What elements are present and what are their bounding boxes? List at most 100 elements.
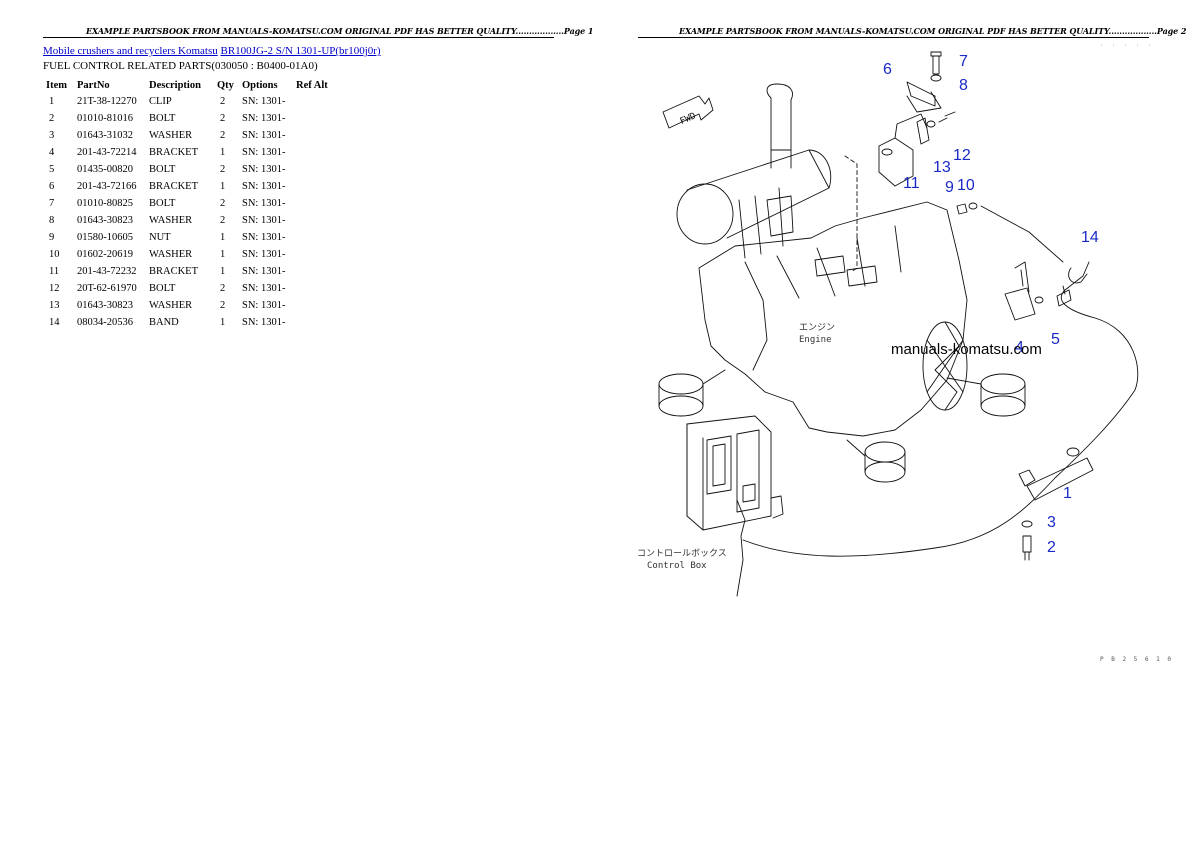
cell-ref-alt xyxy=(293,93,331,110)
fuel-control-diagram: 1 2 3 4 5 6 7 8 9 10 11 12 13 14 FWD エンジ… xyxy=(637,51,1139,597)
breadcrumb-model-link[interactable]: BR100JG-2 S/N 1301-UP(br100j0r) xyxy=(220,45,381,57)
cell-item: 13 xyxy=(49,300,60,311)
cell-partno: 01580-10605 xyxy=(77,232,133,243)
engine-label-en: Engine xyxy=(799,335,832,345)
cell-item: 3 xyxy=(49,130,55,141)
callout-4: 4 xyxy=(1015,339,1024,356)
header-qty: Qty xyxy=(217,79,234,91)
callout-9: 9 xyxy=(945,179,954,196)
cell-item: 4 xyxy=(49,147,55,158)
cell-qty: 2 xyxy=(220,96,226,107)
page-header: EXAMPLE PARTSBOOK FROM MANUALS-KOMATSU.C… xyxy=(86,26,594,36)
cell-options: SN: 1301- xyxy=(242,317,286,328)
cell-options: SN: 1301- xyxy=(242,164,286,175)
cell-partno: 20T-62-61970 xyxy=(77,283,137,294)
cell-description: NUT xyxy=(149,232,171,243)
cell-item: 7 xyxy=(49,198,55,209)
cell-partno: 201-43-72214 xyxy=(77,147,137,158)
cell-description: CLIP xyxy=(149,96,172,107)
callout-labels: 1 2 3 4 5 6 7 8 9 10 11 12 13 14 xyxy=(883,53,1099,556)
control-box-label-en: Control Box xyxy=(647,561,707,571)
header-ref-alt: Ref Alt xyxy=(296,79,328,91)
cell-ref-alt xyxy=(293,263,331,280)
cell-partno: 01010-81016 xyxy=(77,113,133,124)
watermark: manuals-komatsu.com xyxy=(891,341,1042,358)
cell-options: SN: 1301- xyxy=(242,181,286,192)
table-row: 14 08034-20536 BAND 1 SN: 1301- xyxy=(43,314,331,331)
table-row: 8 01643-30823 WASHER 2 SN: 1301- xyxy=(43,212,331,229)
cell-qty: 2 xyxy=(220,283,226,294)
cell-item: 11 xyxy=(49,266,60,277)
cell-partno: 01602-20619 xyxy=(77,249,133,260)
cell-qty: 1 xyxy=(220,317,226,328)
cell-partno: 01435-00820 xyxy=(77,164,133,175)
cell-ref-alt xyxy=(293,297,331,314)
cell-item: 10 xyxy=(49,249,60,260)
cell-options: SN: 1301- xyxy=(242,300,286,311)
cell-ref-alt xyxy=(293,280,331,297)
cell-item: 5 xyxy=(49,164,55,175)
cell-options: SN: 1301- xyxy=(242,198,286,209)
cell-description: BOLT xyxy=(149,283,176,294)
cell-item: 14 xyxy=(49,317,60,328)
section-title: FUEL CONTROL RELATED PARTS(030050 : B040… xyxy=(43,60,318,72)
cell-qty: 2 xyxy=(220,130,226,141)
cell-partno: 21T-38-12270 xyxy=(77,96,137,107)
cell-description: BOLT xyxy=(149,198,176,209)
callout-13: 13 xyxy=(933,159,951,176)
cell-partno: 01643-30823 xyxy=(77,215,133,226)
cell-ref-alt xyxy=(293,161,331,178)
cell-options: SN: 1301- xyxy=(242,147,286,158)
cell-ref-alt xyxy=(293,178,331,195)
cell-item: 8 xyxy=(49,215,55,226)
cell-options: SN: 1301- xyxy=(242,283,286,294)
cell-ref-alt xyxy=(293,246,331,263)
callout-14: 14 xyxy=(1081,229,1099,246)
cell-description: BOLT xyxy=(149,113,176,124)
cell-partno: 01010-80825 xyxy=(77,198,133,209)
callout-2: 2 xyxy=(1047,539,1056,556)
callout-7: 7 xyxy=(959,53,968,70)
cell-options: SN: 1301- xyxy=(242,215,286,226)
control-box-label-jp: コントロールボックス xyxy=(637,548,727,559)
cell-ref-alt xyxy=(293,314,331,331)
engine-label-jp: エンジン xyxy=(799,323,835,333)
cell-item: 12 xyxy=(49,283,60,294)
cell-item: 9 xyxy=(49,232,55,243)
table-header-row: Item PartNo Description Qty Options Ref … xyxy=(43,77,331,93)
cell-description: WASHER xyxy=(149,215,193,226)
cell-qty: 1 xyxy=(220,266,226,277)
cell-qty: 2 xyxy=(220,215,226,226)
cell-qty: 2 xyxy=(220,198,226,209)
cell-description: WASHER xyxy=(149,249,193,260)
callout-10: 10 xyxy=(957,177,975,194)
table-row: 12 20T-62-61970 BOLT 2 SN: 1301- xyxy=(43,280,331,297)
cell-qty: 1 xyxy=(220,232,226,243)
cell-options: SN: 1301- xyxy=(242,130,286,141)
cell-ref-alt xyxy=(293,144,331,161)
cell-qty: 2 xyxy=(220,300,226,311)
cell-partno: 08034-20536 xyxy=(77,317,133,328)
breadcrumb-category-link[interactable]: Mobile crushers and recyclers Komatsu xyxy=(43,45,218,57)
table-row: 7 01010-80825 BOLT 2 SN: 1301- xyxy=(43,195,331,212)
cell-options: SN: 1301- xyxy=(242,113,286,124)
header-partno: PartNo xyxy=(77,79,110,91)
header-divider xyxy=(43,37,554,38)
cell-partno: 201-43-72232 xyxy=(77,266,137,277)
cell-ref-alt xyxy=(293,127,331,144)
cell-description: BAND xyxy=(149,317,179,328)
cell-ref-alt xyxy=(293,212,331,229)
page-header: EXAMPLE PARTSBOOK FROM MANUALS-KOMATSU.C… xyxy=(679,26,1187,36)
cell-partno: 01643-31032 xyxy=(77,130,133,141)
header-divider xyxy=(638,37,1149,38)
cell-partno: 201-43-72166 xyxy=(77,181,137,192)
header-description: Description xyxy=(149,79,201,91)
drawing-ref-code: P B 2 5 6 1 0 xyxy=(1100,656,1173,663)
cell-options: SN: 1301- xyxy=(242,249,286,260)
